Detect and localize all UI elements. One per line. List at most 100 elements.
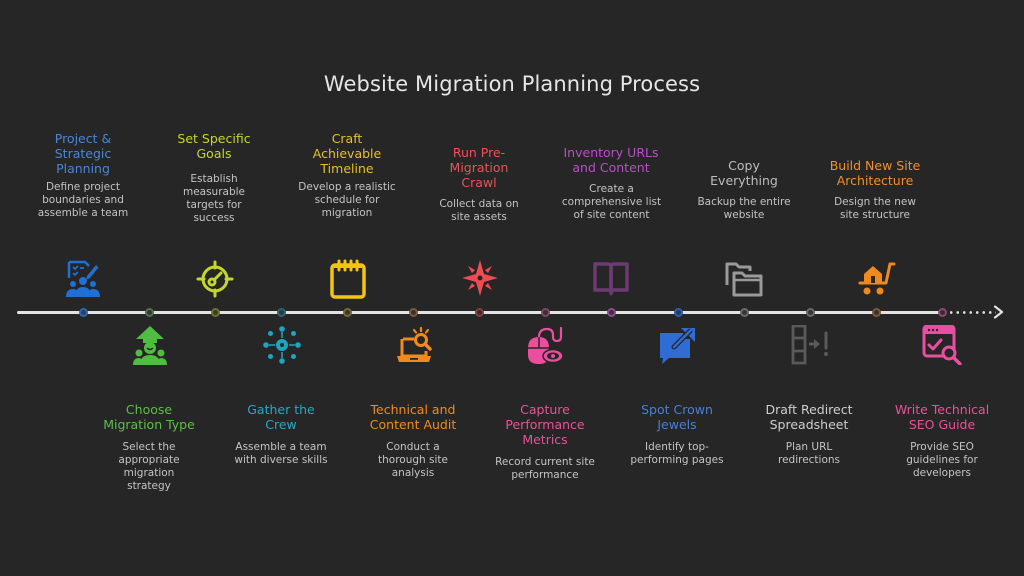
heading-line: Set Specific xyxy=(177,131,251,146)
timeline-node-2 xyxy=(145,308,154,317)
step-heading: Inventory URLs and Content xyxy=(545,145,677,175)
heading-line: Migration Type xyxy=(103,417,195,432)
timeline-dotted-extension xyxy=(948,311,996,314)
step-description: Collect data on site assets xyxy=(439,198,519,223)
timeline-node-7 xyxy=(475,308,484,317)
step-write-technical-seo-guide: Write Technical SEO Guide Provide SEO gu… xyxy=(876,402,1008,480)
heading-line: Architecture xyxy=(836,173,914,188)
step-copy-everything: Copy Everything Backup the entire websit… xyxy=(678,158,810,222)
step-description: Record current site performance xyxy=(495,456,595,481)
chat-share-icon xyxy=(657,325,697,365)
diagram-title: Website Migration Planning Process xyxy=(323,72,701,96)
timeline-node-12 xyxy=(806,308,815,317)
step-description: Design the new site structure xyxy=(834,196,916,221)
step-craft-achievable-timeline: Craft Achievable Timeline Develop a real… xyxy=(281,131,413,220)
heading-line: Capture xyxy=(520,402,570,417)
heading-line: Planning xyxy=(56,161,110,176)
heading-line: Gather the xyxy=(247,402,315,417)
step-draft-redirect-spreadsheet: Draft Redirect Spreadsheet Plan URL redi… xyxy=(743,402,875,467)
step-choose-migration-type: Choose Migration Type Select the appropr… xyxy=(83,402,215,493)
heading-line: Spreadsheet xyxy=(769,417,849,432)
step-technical-content-audit: Technical and Content Audit Conduct a th… xyxy=(347,402,479,480)
heading-line: Technical and xyxy=(370,402,456,417)
heading-line: Write Technical xyxy=(894,402,990,417)
step-description: Conduct a thorough site analysis xyxy=(378,441,448,479)
step-capture-performance-metrics: Capture Performance Metrics Record curre… xyxy=(479,402,611,482)
step-description: Create a comprehensive list of site cont… xyxy=(561,183,662,221)
timeline-node-1 xyxy=(79,308,88,317)
step-description: Define project boundaries and assemble a… xyxy=(37,181,129,219)
step-spot-crown-jewels: Spot Crown Jewels Identify top-performin… xyxy=(611,402,743,467)
timeline-node-13 xyxy=(872,308,881,317)
step-description: Establish measurable targets for success xyxy=(182,173,246,224)
compass-star-icon xyxy=(460,258,500,298)
heading-line: Build New Site xyxy=(829,158,921,173)
heading-line: Run Pre- xyxy=(452,145,506,160)
heading-line: Goals xyxy=(196,146,232,161)
heading-line: Inventory URLs xyxy=(563,145,659,160)
step-description: Plan URL redirections xyxy=(777,441,841,466)
heading-line: Strategic xyxy=(54,146,112,161)
step-set-specific-goals: Set Specific Goals Establish measurable … xyxy=(148,131,280,225)
step-heading: Draft Redirect Spreadsheet xyxy=(743,402,875,432)
step-heading: Craft Achievable Timeline xyxy=(281,131,413,176)
step-heading: Gather the Crew xyxy=(215,402,347,432)
step-description: Select the appropriate migration strateg… xyxy=(118,441,180,492)
heading-line: Achievable xyxy=(312,146,382,161)
step-heading: Capture Performance Metrics xyxy=(479,402,611,447)
heading-line: Project & xyxy=(54,131,112,146)
heading-line: Crew xyxy=(265,417,297,432)
team-planning-icon xyxy=(63,258,103,298)
step-heading: Write Technical SEO Guide xyxy=(876,402,1008,432)
house-cart-icon xyxy=(856,258,896,298)
heading-line: Craft xyxy=(331,131,363,146)
timeline-node-4 xyxy=(277,308,286,317)
step-description: Identify top-performing pages xyxy=(630,441,724,466)
calendar-icon xyxy=(328,259,368,299)
browser-check-search-icon xyxy=(922,325,962,365)
heading-line: SEO Guide xyxy=(908,417,976,432)
step-gather-the-crew: Gather the Crew Assemble a team with div… xyxy=(215,402,347,467)
folders-icon xyxy=(724,259,764,299)
timeline-node-6 xyxy=(409,308,418,317)
heading-line: Migration xyxy=(449,160,509,175)
step-inventory-urls-content: Inventory URLs and Content Create a comp… xyxy=(545,145,677,222)
step-heading: Spot Crown Jewels xyxy=(611,402,743,432)
heading-line: Choose xyxy=(125,402,173,417)
timeline-node-10 xyxy=(674,308,683,317)
heading-line: Jewels xyxy=(657,417,697,432)
target-key-icon xyxy=(195,259,235,299)
heading-line: Spot Crown xyxy=(641,402,713,417)
mouse-eye-icon xyxy=(525,325,565,365)
heading-line: Everything xyxy=(710,173,778,188)
timeline-node-9 xyxy=(607,308,616,317)
timeline-node-14 xyxy=(938,308,947,317)
heading-line: Metrics xyxy=(522,432,568,447)
heading-line: Copy xyxy=(728,158,760,173)
step-description: Provide SEO guidelines for developers xyxy=(906,441,978,479)
step-heading: Set Specific Goals xyxy=(148,131,280,161)
step-heading: Project & Strategic Planning xyxy=(17,131,149,176)
step-build-new-site-architecture: Build New Site Architecture Design the n… xyxy=(809,158,941,222)
timeline-node-3 xyxy=(211,308,220,317)
step-heading: Copy Everything xyxy=(678,158,810,188)
team-growth-arrow-icon xyxy=(130,325,170,365)
timeline-node-11 xyxy=(740,308,749,317)
step-heading: Technical and Content Audit xyxy=(347,402,479,432)
step-run-pre-migration-crawl: Run Pre- Migration Crawl Collect data on… xyxy=(413,145,545,224)
open-book-icon xyxy=(591,259,631,299)
step-heading: Build New Site Architecture xyxy=(809,158,941,188)
step-description: Develop a realistic schedule for migrati… xyxy=(298,181,396,219)
step-description: Assemble a team with diverse skills xyxy=(234,441,328,466)
heading-line: Performance xyxy=(505,417,585,432)
spreadsheet-redirect-icon xyxy=(790,325,830,365)
step-heading: Run Pre- Migration Crawl xyxy=(413,145,545,190)
network-gear-icon xyxy=(262,325,302,365)
step-description: Backup the entire website xyxy=(697,196,791,221)
arrow-right-icon xyxy=(993,305,1004,319)
timeline-node-5 xyxy=(343,308,352,317)
heading-line: and Content xyxy=(572,160,650,175)
heading-line: Timeline xyxy=(320,161,374,176)
step-heading: Choose Migration Type xyxy=(83,402,215,432)
